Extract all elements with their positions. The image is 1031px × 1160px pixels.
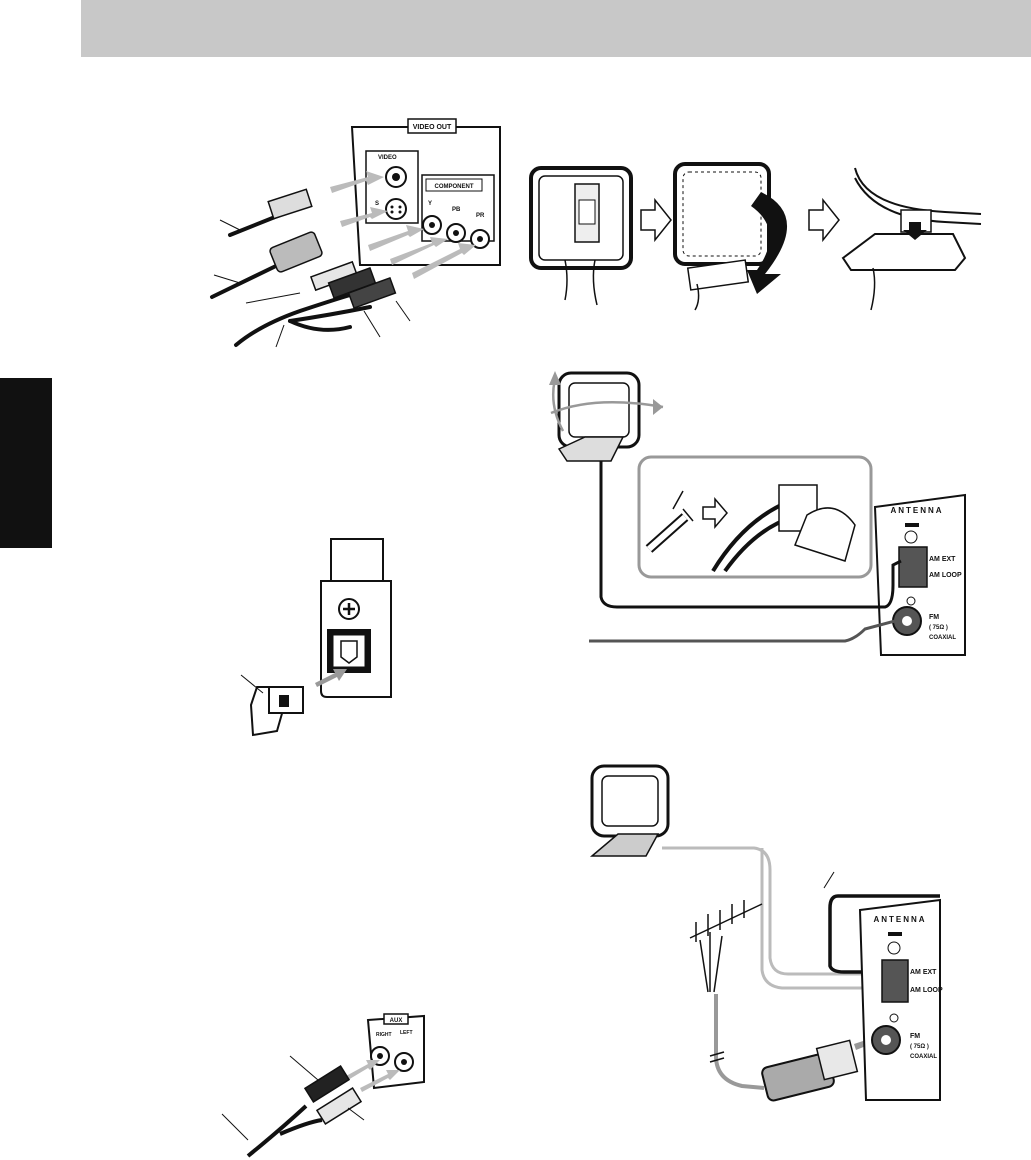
am-ext-label: AM EXT bbox=[929, 556, 956, 563]
fm-ohm-label-2: ( 75Ω ) bbox=[910, 1044, 929, 1050]
aux-left-label: LEFT bbox=[400, 1030, 413, 1036]
wire-end-detail bbox=[645, 490, 694, 553]
video-connection-figure: VIDEO OUT VIDEO S COMPONENT Y PB PR bbox=[210, 118, 501, 348]
fm-ohm-label: ( 75Ω ) bbox=[929, 625, 948, 631]
video-out-label: VIDEO OUT bbox=[413, 124, 452, 131]
aux-connection-figure: AUX RIGHT LEFT bbox=[221, 1013, 425, 1158]
jack-pr-label: PR bbox=[476, 213, 485, 219]
optical-cap-figure bbox=[240, 538, 392, 737]
coaxial-label-2: COAXIAL bbox=[910, 1054, 937, 1060]
am-loop-label: AM LOOP bbox=[929, 572, 962, 579]
am-loop-assembly-figure bbox=[529, 162, 982, 311]
section-tab bbox=[0, 378, 52, 548]
s-video-label: S bbox=[375, 201, 379, 207]
video-label: VIDEO bbox=[378, 155, 397, 161]
aux-title: AUX bbox=[390, 1018, 403, 1024]
header-bar bbox=[81, 0, 1031, 57]
antenna-title: ANTENNA bbox=[890, 506, 943, 515]
fm-label: FM bbox=[929, 614, 939, 621]
jack-y-label: Y bbox=[428, 201, 432, 207]
am-loop-label-2: AM LOOP bbox=[910, 987, 943, 994]
antenna-title-2: ANTENNA bbox=[873, 915, 926, 924]
jack-pb-label: PB bbox=[452, 207, 461, 213]
coaxial-label: COAXIAL bbox=[929, 635, 956, 641]
aux-right-label: RIGHT bbox=[376, 1032, 392, 1038]
fm-label-2: FM bbox=[910, 1033, 920, 1040]
outdoor-antenna-figure: ANTENNA AM EXT AM LOOP FM ( 75Ω ) COAXIA… bbox=[589, 764, 943, 1102]
antenna-connection-figure: ANTENNA AM EXT AM LOOP FM ( 75Ω ) COAXIA… bbox=[549, 371, 966, 656]
am-ext-label-2: AM EXT bbox=[910, 969, 937, 976]
component-label: COMPONENT bbox=[435, 184, 474, 190]
